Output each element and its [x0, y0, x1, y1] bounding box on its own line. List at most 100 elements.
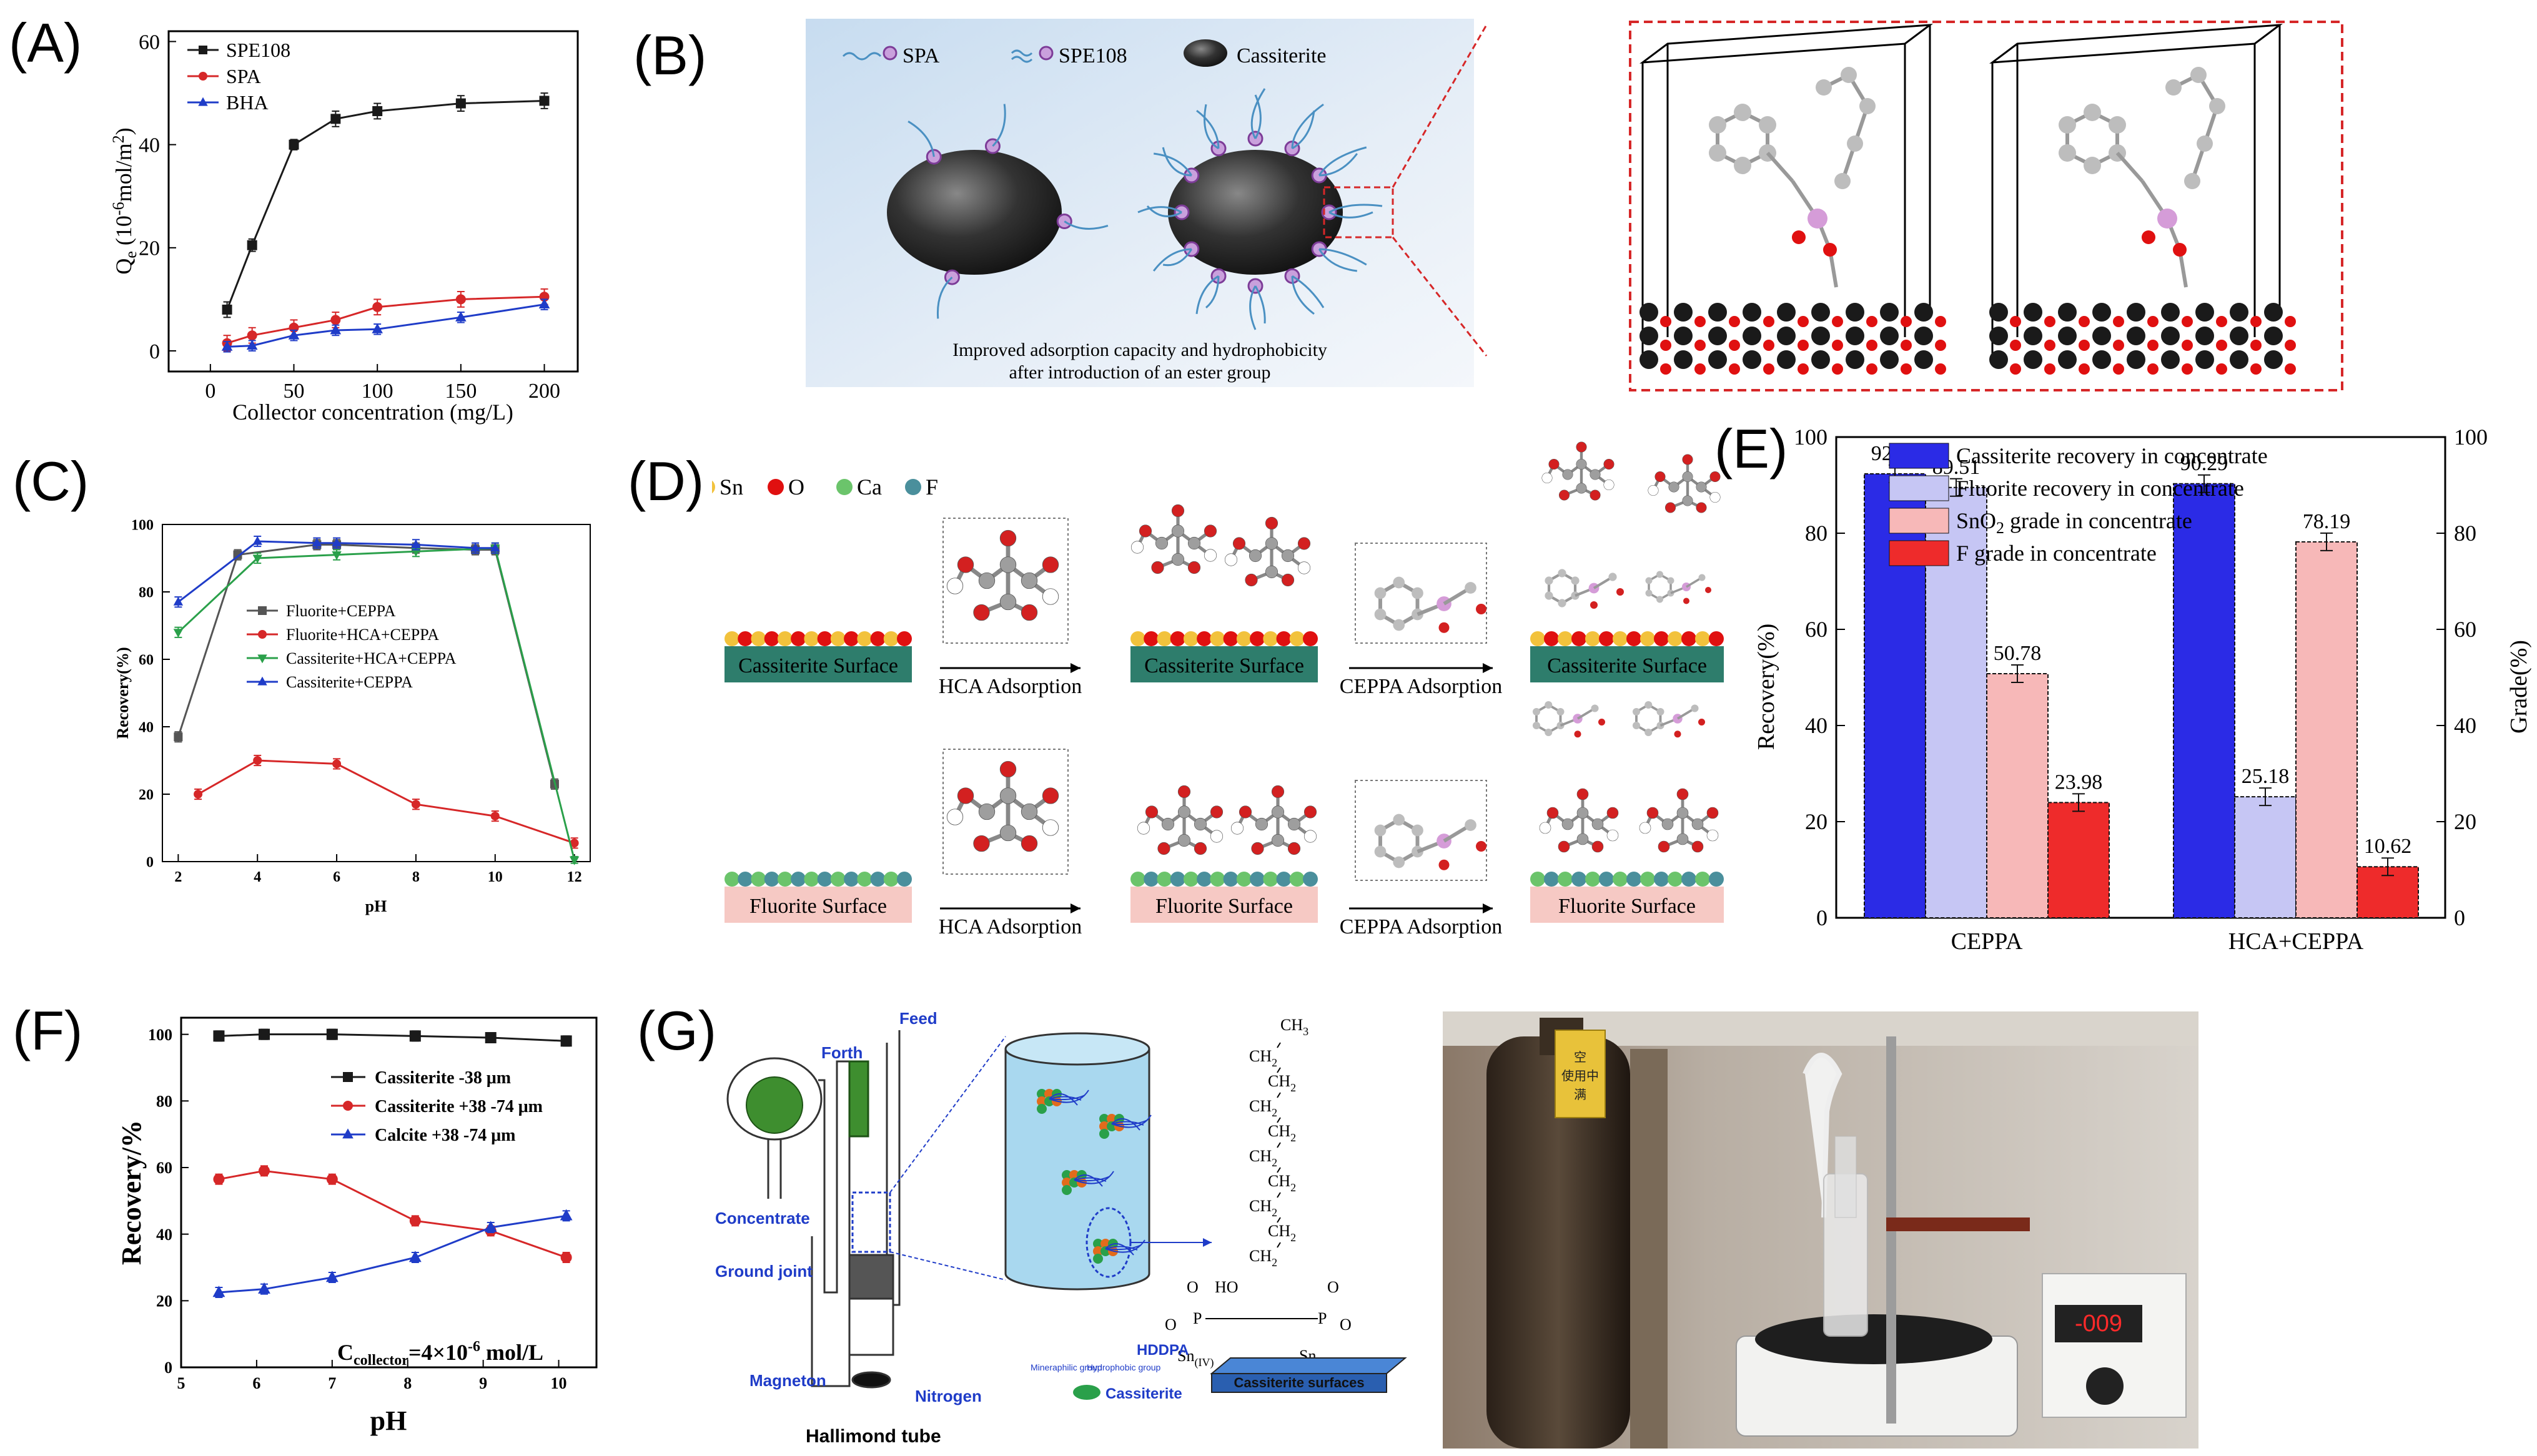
o-atom	[2147, 340, 2159, 351]
atom	[1576, 833, 1589, 845]
data-point-A-0	[455, 98, 466, 109]
hca-molecule	[1137, 785, 1224, 855]
o-atom	[1438, 622, 1450, 633]
hca-adsorption-arrow-2-label: HCA Adsorption	[939, 915, 1082, 938]
legend-marker-c	[257, 654, 267, 664]
collector-chain	[1049, 1090, 1089, 1103]
panel-g-diagram: Feed Forth Concentrate Ground joint Magn…	[715, 1011, 2198, 1449]
c-atom	[1532, 707, 1541, 716]
ch2-label: CH2	[1249, 1047, 1277, 1069]
atom	[1603, 479, 1615, 491]
o-atom	[1832, 316, 1843, 327]
data-point-A-2	[246, 340, 258, 350]
surface-atom	[1709, 872, 1724, 887]
atom	[1287, 817, 1301, 831]
collector-chain	[1111, 1119, 1148, 1126]
atom	[1558, 489, 1570, 501]
ligand-tail	[1291, 276, 1315, 315]
sn-atom	[1777, 327, 1796, 345]
x-tick-label-F: 7	[328, 1374, 336, 1392]
bond	[1766, 152, 1794, 182]
y-tick-label-C: 80	[139, 584, 154, 601]
atom	[1042, 819, 1059, 836]
collector-chain	[1074, 1174, 1103, 1187]
p-atom	[1808, 209, 1827, 229]
atom	[1271, 805, 1285, 819]
c-atom	[1591, 704, 1599, 712]
data-point-C-1	[194, 790, 203, 799]
forth-label: Forth	[821, 1043, 863, 1062]
o-atom	[1438, 859, 1450, 870]
ceppa-adsorption-arrow-1-label: CEPPA Adsorption	[1340, 675, 1502, 698]
atom	[1287, 842, 1301, 855]
legend-label-a-1: SPA	[226, 65, 261, 87]
o-atom	[2250, 363, 2262, 375]
surface-atom	[1250, 631, 1265, 646]
ligand-tail	[1146, 205, 1182, 217]
y-tick-label-F: 40	[156, 1226, 172, 1244]
c-atom	[1556, 707, 1565, 716]
c-atom	[1734, 104, 1751, 121]
data-point-C-3	[252, 536, 262, 545]
o-atom	[1832, 340, 1843, 351]
y-tick-label-e: 40	[1805, 713, 1827, 738]
atom	[1171, 553, 1185, 566]
sn-atom	[1743, 350, 1761, 369]
series-line-A-1	[227, 295, 545, 345]
legend-label-c-0: Fluorite+CEPPA	[286, 602, 396, 620]
atom-legend-label-3: F	[926, 475, 938, 499]
legend-marker-a	[198, 97, 208, 106]
x-tick-label-C: 10	[488, 869, 503, 885]
feed-label: Feed	[899, 1011, 937, 1028]
y-tick-label-C: 0	[146, 854, 154, 870]
surface-atom	[1640, 631, 1655, 646]
x-tick-label-A: 50	[284, 380, 305, 403]
data-point-C-3	[312, 538, 322, 547]
data-point-F-1	[560, 1252, 572, 1263]
surface-atom	[897, 872, 912, 887]
legend-label-a-0: SPE108	[226, 39, 290, 61]
c-atom	[2197, 135, 2213, 152]
o-atom	[1935, 316, 1946, 327]
o-atom	[1823, 243, 1837, 257]
x-tick-label-F: 10	[551, 1374, 567, 1392]
c-atom	[1841, 67, 1857, 83]
bar-value-label-e: 23.98	[2055, 770, 2103, 794]
ligand-tail	[1319, 248, 1367, 266]
surface-atom	[1558, 631, 1573, 646]
surface-atom	[1585, 631, 1600, 646]
sn-atom	[1811, 327, 1830, 345]
cassiterite-surface-1-label: Cassiterite Surface	[738, 654, 898, 677]
chain-bond	[1277, 1217, 1281, 1223]
o-atom	[1476, 604, 1486, 614]
series-line-C-1	[197, 759, 575, 844]
surface-atom	[764, 631, 779, 646]
c-atom	[1847, 135, 1863, 152]
surface-atom	[1303, 872, 1318, 887]
sn-atom	[1674, 350, 1693, 369]
ligand-tail	[1250, 88, 1266, 139]
x-tick-label-A: 0	[205, 380, 215, 403]
data-point-F-2	[258, 1282, 270, 1294]
ligand-tail	[1249, 285, 1257, 330]
c-atom	[2059, 116, 2076, 134]
ligand-tail	[1137, 206, 1182, 214]
surface-atom	[844, 872, 859, 887]
hca-molecule	[1648, 454, 1721, 513]
hca-molecule	[1224, 516, 1311, 587]
legend-label-e-0: Cassiterite recovery in concentrate	[1956, 443, 2268, 468]
atom	[1654, 471, 1666, 483]
o-atom	[1832, 363, 1843, 375]
panel-b-diagram: SPA SPE108 Cassiterite Improved adsorpti…	[806, 19, 2343, 391]
o-atom	[1763, 340, 1774, 351]
bar-value-label-e: 50.78	[1994, 642, 2042, 665]
series-line-A-0	[226, 99, 545, 310]
x-tick-label-C: 2	[174, 869, 182, 885]
c-atom	[1656, 571, 1663, 578]
data-point-C-2	[332, 551, 342, 560]
y-tick-label-A: 0	[149, 340, 160, 363]
surface-atom	[1626, 631, 1641, 646]
panel-label-f: (F)	[12, 1000, 83, 1061]
